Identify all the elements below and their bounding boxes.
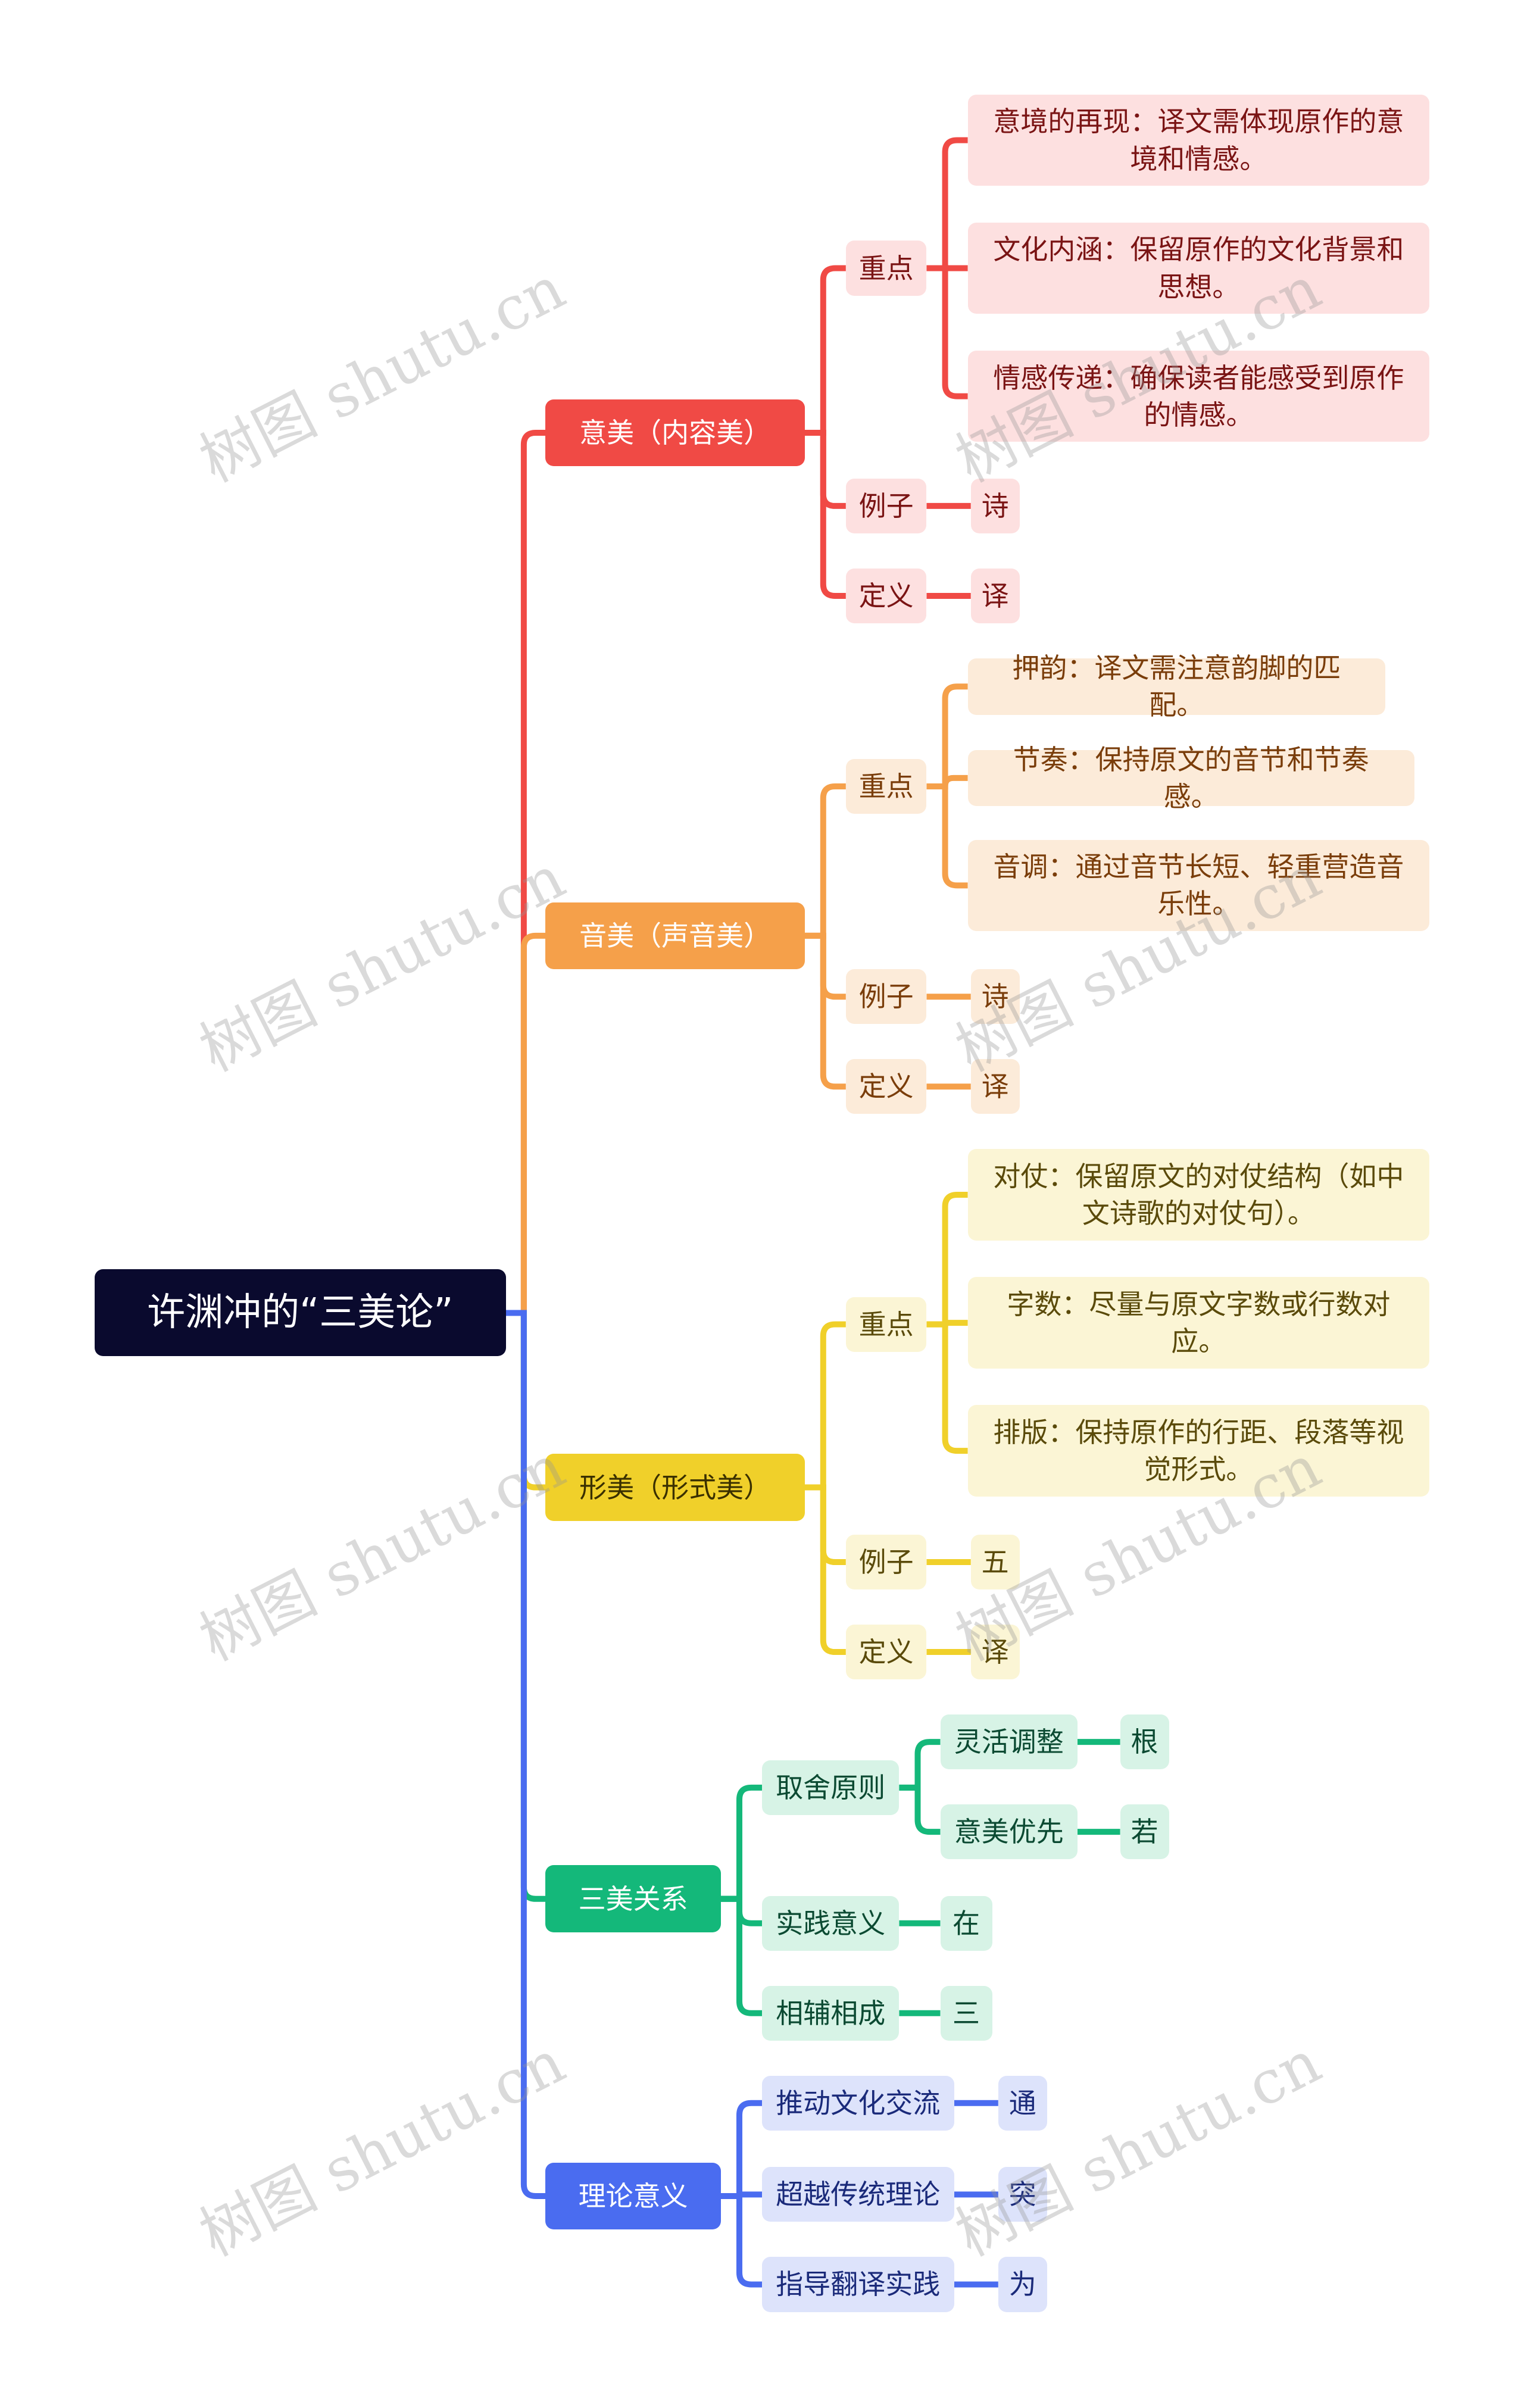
connector-line [804, 430, 846, 599]
connector-line [804, 932, 846, 1090]
topic-node[interactable]: 实践意义 [762, 1895, 900, 1951]
root-node[interactable]: 许渊冲的“三美论” [94, 1269, 506, 1357]
leaf-node[interactable]: 根 [1120, 1714, 1169, 1770]
topic-node[interactable]: 指导翻译实践 [762, 2257, 954, 2312]
connector-line [926, 683, 968, 789]
connector-line [899, 1739, 941, 1791]
connector-line [926, 783, 968, 889]
leaf-node[interactable]: 音调：通过音节长短、轻重营造音乐性。 [967, 839, 1430, 932]
connector-line [926, 137, 968, 271]
connector-line [804, 265, 846, 436]
leaf-node[interactable]: 意境的再现：译文需体现原作的意境和情感。 [967, 94, 1430, 186]
leaf-node[interactable]: 译 [970, 1059, 1020, 1114]
leaf-node[interactable]: 在 [940, 1895, 992, 1951]
leaf-node[interactable]: 通 [998, 2075, 1047, 2131]
leaf-node[interactable]: 诗 [970, 478, 1020, 533]
connector-line [720, 2100, 762, 2199]
connector-line [804, 1321, 846, 1491]
topic-node[interactable]: 相辅相成 [762, 1985, 900, 2041]
leaf-node[interactable]: 文化内涵：保留原作的文化背景和思想。 [967, 222, 1430, 314]
leaf-node[interactable]: 押韵：译文需注意韵脚的匹配。 [967, 652, 1386, 721]
connector-line [899, 1784, 941, 1835]
branch-node[interactable]: 理论意义 [545, 2162, 721, 2230]
leaf-node[interactable]: 译 [970, 568, 1020, 624]
topic-node[interactable]: 定义 [845, 568, 927, 624]
leaf-node[interactable]: 排版：保持原作的行距、段落等视觉形式。 [967, 1405, 1430, 1497]
topic-node[interactable]: 重点 [845, 241, 927, 296]
connector-line [926, 265, 968, 399]
connector-line [926, 1321, 968, 1454]
topic-node[interactable]: 推动文化交流 [762, 2075, 954, 2131]
leaf-node[interactable]: 译 [970, 1624, 1020, 1680]
connector-line [926, 1192, 968, 1328]
topic-node[interactable]: 例子 [845, 969, 927, 1025]
branch-node[interactable]: 三美关系 [545, 1865, 721, 1933]
leaf-node[interactable]: 五 [970, 1534, 1020, 1590]
topic-node[interactable]: 例子 [845, 1534, 927, 1590]
connector-line [505, 932, 546, 1316]
leaf-node[interactable]: 突 [998, 2167, 1047, 2222]
leaf-node[interactable]: 节奏：保持原文的音节和节奏感。 [967, 744, 1414, 813]
connector-line [804, 783, 846, 939]
topic-node[interactable]: 取舍原则 [762, 1760, 900, 1815]
branch-node[interactable]: 音美（声音美） [545, 902, 805, 970]
leaf-node[interactable]: 情感传递：确保读者能感受到原作的情感。 [967, 350, 1430, 442]
leaf-node[interactable]: 若 [1120, 1804, 1169, 1860]
connector-line [505, 1310, 546, 2199]
connector-line [720, 2193, 762, 2288]
connector-line [804, 1484, 846, 1656]
topic-node[interactable]: 定义 [845, 1624, 927, 1680]
topic-node[interactable]: 重点 [845, 758, 927, 814]
connector-line [720, 1784, 762, 1902]
connector-line [505, 430, 546, 1316]
connector-line [720, 1895, 762, 2016]
branch-node[interactable]: 形美（形式美） [545, 1454, 805, 1521]
topic-node[interactable]: 重点 [845, 1297, 927, 1352]
topic-node[interactable]: 定义 [845, 1059, 927, 1114]
topic-node[interactable]: 超越传统理论 [762, 2167, 954, 2222]
leaf-node[interactable]: 三 [940, 1985, 992, 2041]
leaf-node[interactable]: 对仗：保留原文的对仗结构（如中文诗歌的对仗句）。 [967, 1149, 1430, 1241]
leaf-node[interactable]: 灵活调整 [940, 1714, 1078, 1770]
topic-node[interactable]: 例子 [845, 478, 927, 533]
leaf-node[interactable]: 字数：尽量与原文字数或行数对应。 [967, 1277, 1430, 1369]
branch-node[interactable]: 意美（内容美） [545, 399, 805, 467]
leaf-node[interactable]: 意美优先 [940, 1804, 1078, 1860]
leaf-node[interactable]: 诗 [970, 969, 1020, 1025]
leaf-node[interactable]: 为 [998, 2257, 1047, 2312]
